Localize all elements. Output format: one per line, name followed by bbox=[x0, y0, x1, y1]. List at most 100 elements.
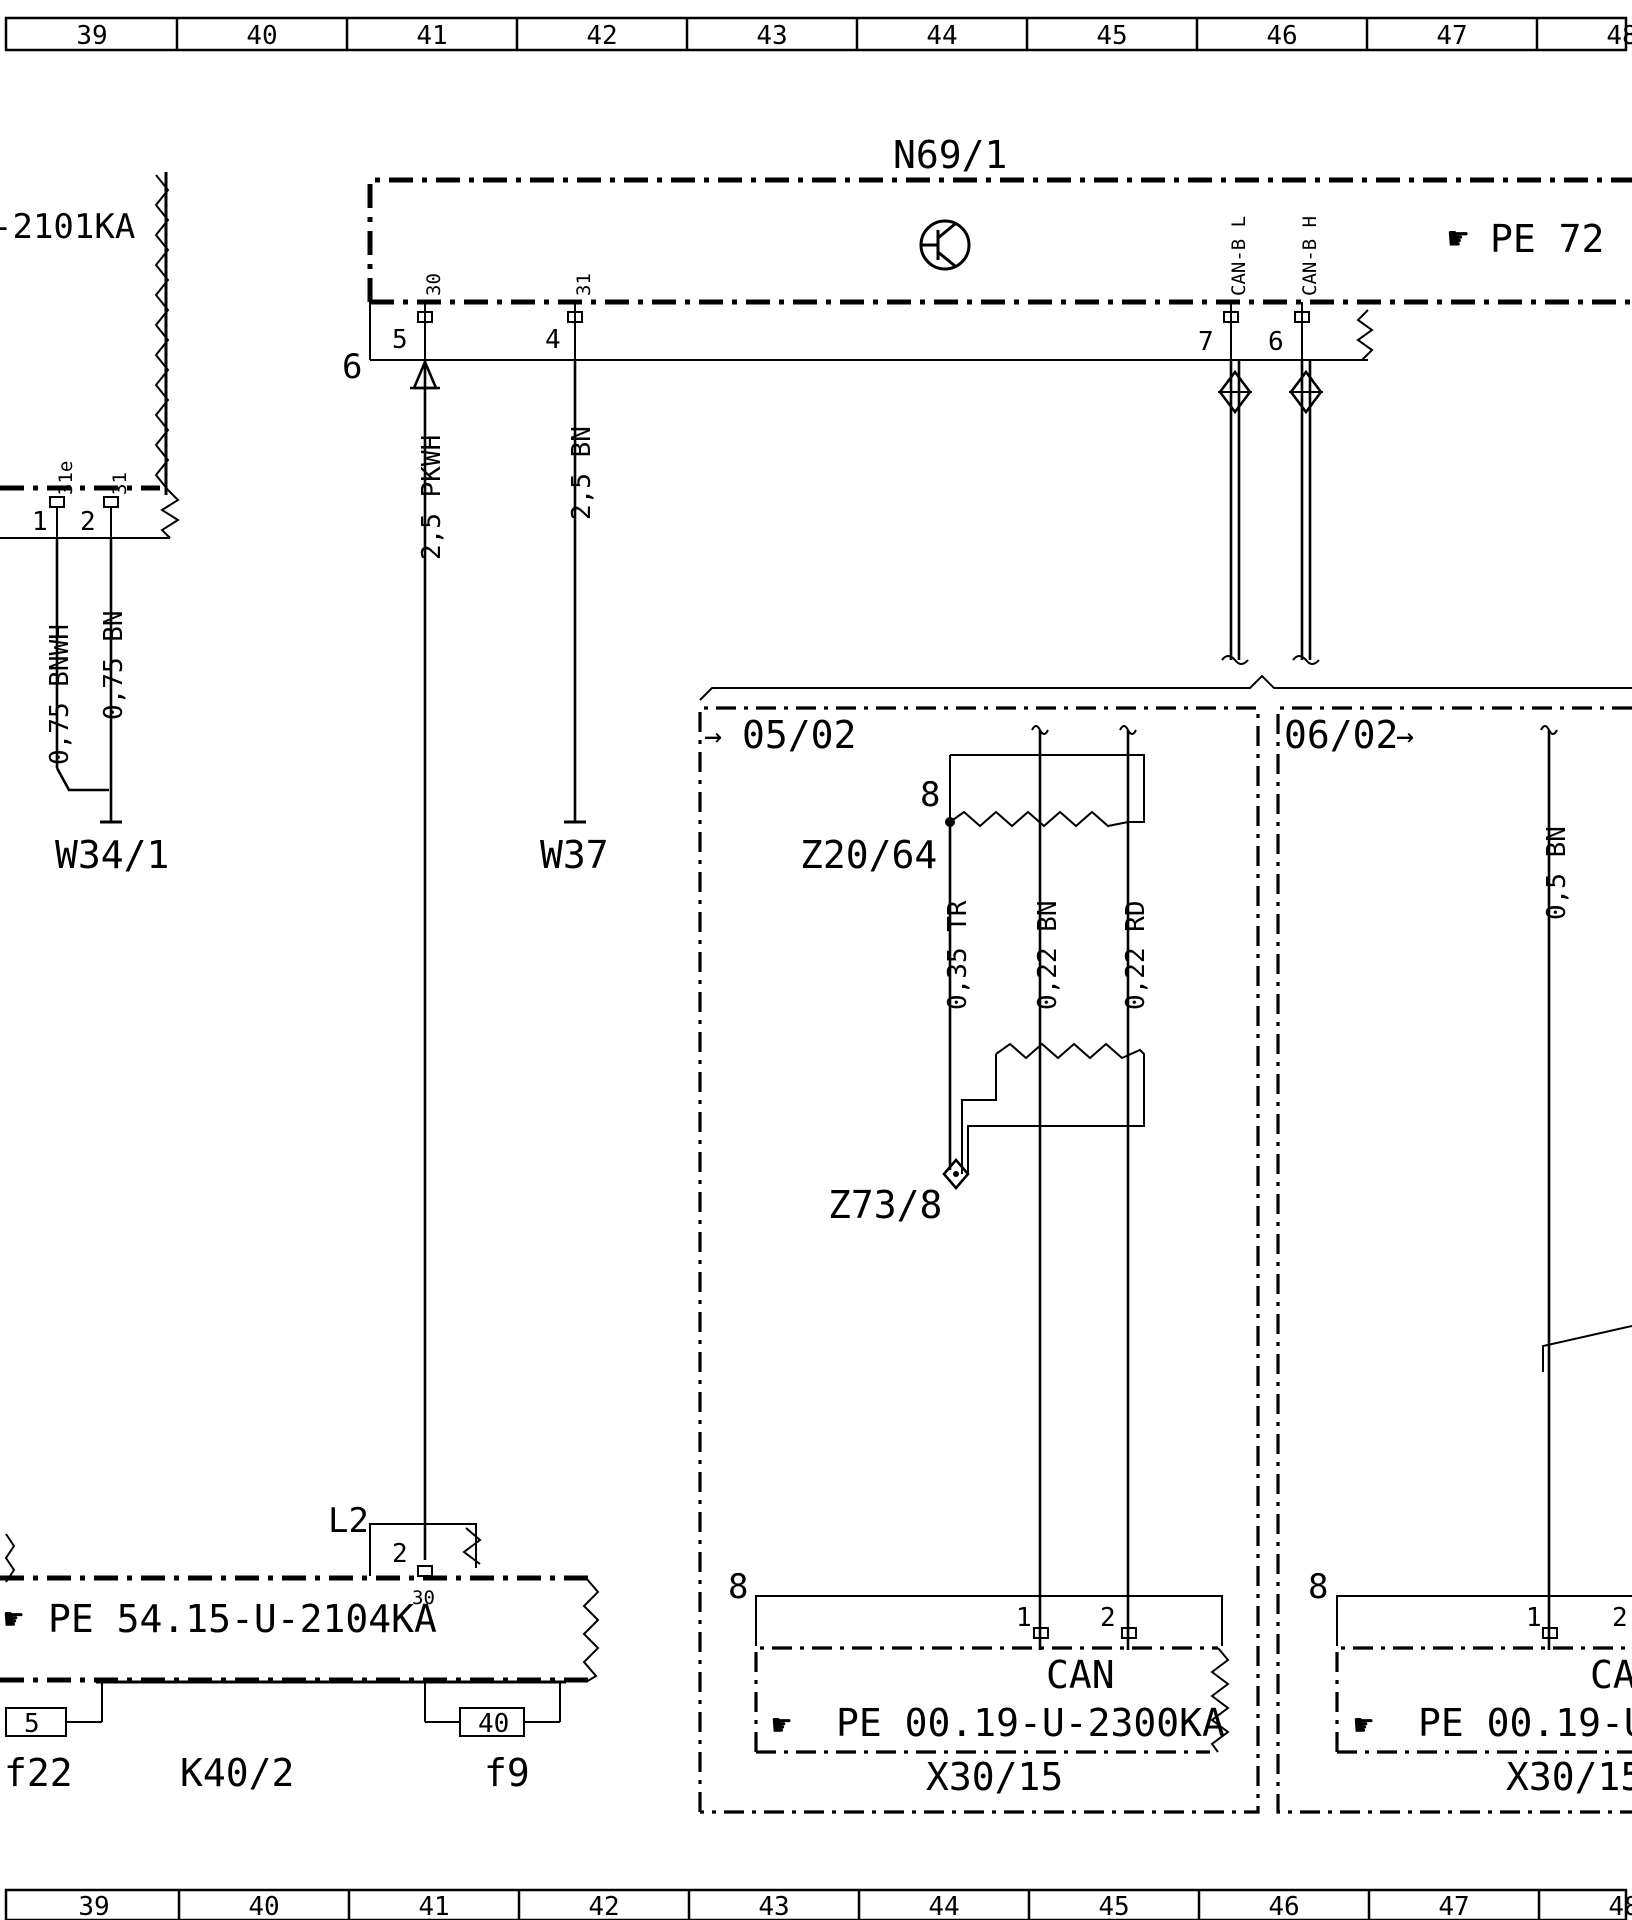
k40-l2-label: L2 bbox=[328, 1501, 369, 1541]
pin-label-31: 31 bbox=[573, 273, 595, 296]
pin-number-4: 4 bbox=[545, 325, 561, 355]
pointer-hand-icon-k40: ☛ bbox=[4, 1600, 23, 1638]
x30-left-ref: PE 00.19-U-2300KA bbox=[836, 1701, 1225, 1745]
grid-col-42-bottom: 42 bbox=[588, 1892, 619, 1920]
grid-col-47-bottom: 47 bbox=[1438, 1892, 1469, 1920]
x30-right-number: 8 bbox=[1308, 1567, 1328, 1607]
grid-col-39-bottom: 39 bbox=[78, 1892, 109, 1920]
pointer-hand-icon-x30-right: ☛ bbox=[1354, 1706, 1373, 1744]
k40-ref: PE 54.15-U-2104KA bbox=[48, 1597, 437, 1641]
grid-col-43-bottom: 43 bbox=[758, 1892, 789, 1920]
wire-label-022-rd: 0,22 RD bbox=[1121, 900, 1151, 1010]
variant-05-02-label: 05/02 bbox=[742, 713, 856, 757]
x30-left-pin-1: 1 bbox=[1016, 1603, 1032, 1633]
arrow-right-icon-05: → bbox=[704, 719, 722, 754]
grid-col-48-bottom: 48 bbox=[1608, 1892, 1632, 1920]
wire-label-25-bn: 2,5 BN bbox=[567, 426, 597, 520]
wire-label-05-bn: 0,5 BN bbox=[1542, 826, 1572, 920]
wire-bn-w37: 2,5 BN W37 bbox=[540, 360, 609, 877]
pin-label-can-b-h: CAN-B H bbox=[1299, 216, 1321, 296]
grid-col-48-top: 48 bbox=[1606, 21, 1632, 51]
grid-col-46-bottom: 46 bbox=[1268, 1892, 1299, 1920]
splice-z20-64-number: 8 bbox=[920, 775, 940, 815]
pin-number-7: 7 bbox=[1198, 327, 1214, 357]
wire-022-bn: 0,22 BN bbox=[1031, 725, 1063, 1650]
x30-right-pin-1: 1 bbox=[1526, 1603, 1542, 1633]
left-component-break-line bbox=[154, 174, 170, 491]
k40-2-label: K40/2 bbox=[180, 1751, 294, 1795]
arrow-right-icon-06: → bbox=[1396, 719, 1414, 754]
pin-label-can-b-l: CAN-B L bbox=[1228, 216, 1250, 296]
fuse-f9-label: f9 bbox=[484, 1751, 530, 1795]
splice-z20-64: 8 Z20/64 bbox=[800, 754, 1145, 877]
x30-15-left: 8 1 2 CAN ☛ PE 00.19-U-2300KA X30/15 bbox=[728, 1567, 1230, 1799]
wire-pkwh: 2,5 PKWH bbox=[410, 358, 447, 1560]
transistor-icon bbox=[919, 219, 971, 271]
grid-col-45-top: 45 bbox=[1096, 21, 1127, 51]
pin-label-31e: 31e bbox=[55, 461, 77, 495]
wire-035-tr: 0,35 TR bbox=[943, 822, 973, 1170]
module-n69-1-title: N69/1 bbox=[893, 133, 1007, 177]
k40-pin-2: 2 bbox=[392, 1539, 408, 1569]
x30-right-bus: CAN bbox=[1590, 1653, 1632, 1697]
x30-left-bus: CAN bbox=[1046, 1653, 1115, 1697]
grid-col-43-top: 43 bbox=[756, 21, 787, 51]
k40-pin-30: 30 bbox=[412, 1587, 435, 1609]
module-n69-1-ref: PE 72 bbox=[1490, 217, 1604, 261]
x30-left-number: 8 bbox=[728, 1567, 748, 1607]
x30-left-label: X30/15 bbox=[926, 1755, 1063, 1799]
module-k40-2: L2 2 30 ☛ PE 54.15-U-2104KA 5 f22 40 f9 … bbox=[0, 1501, 600, 1795]
splice-z73-8-label: Z73/8 bbox=[828, 1183, 942, 1227]
x30-right-ref: PE 00.19-U bbox=[1418, 1701, 1632, 1745]
x30-15-right: 8 1 2 CAN ☛ PE 00.19-U X30/15 bbox=[1308, 1567, 1632, 1799]
splice-z73-8: Z73/8 bbox=[828, 1042, 1145, 1227]
grid-ruler-top: 39 40 41 42 43 44 45 46 47 48 bbox=[4, 16, 1632, 52]
ground-w37: W37 bbox=[540, 833, 609, 877]
left-component-ref: -2101KA bbox=[0, 207, 135, 247]
variant-brace bbox=[699, 674, 1632, 701]
wire-label-035-tr: 0,35 TR bbox=[943, 900, 973, 1010]
grid-col-45-bottom: 45 bbox=[1098, 1892, 1129, 1920]
x30-right-label: X30/15 bbox=[1506, 1755, 1632, 1799]
grid-col-42-top: 42 bbox=[586, 21, 617, 51]
x30-right-pin-2: 2 bbox=[1612, 1603, 1628, 1633]
splice-z20-64-label: Z20/64 bbox=[800, 833, 937, 877]
grid-col-40-top: 40 bbox=[246, 21, 277, 51]
pin-number-5: 5 bbox=[392, 325, 408, 355]
grid-col-40-bottom: 40 bbox=[248, 1892, 279, 1920]
x30-left-pin-2: 2 bbox=[1100, 1603, 1116, 1633]
grid-col-44-bottom: 44 bbox=[928, 1892, 959, 1920]
can-bus-pair bbox=[1218, 360, 1323, 665]
variant-06-02-box: 06/02 → bbox=[1276, 706, 1632, 1814]
grid-col-44-top: 44 bbox=[926, 21, 957, 51]
wire-label-022-bn: 0,22 BN bbox=[1033, 900, 1063, 1010]
fuse-f22-label: f22 bbox=[4, 1751, 73, 1795]
wire-label-075-bnwh: 0,75 BNWH bbox=[45, 624, 75, 765]
variant-05-02-box: → 05/02 bbox=[698, 706, 1260, 1814]
wire-05-bn: 0,5 BN bbox=[1540, 725, 1632, 1650]
pin-number-2-left: 2 bbox=[80, 507, 96, 537]
wire-label-25-pkwh: 2,5 PKWH bbox=[417, 435, 447, 560]
pin-label-30: 30 bbox=[423, 273, 445, 296]
variant-06-02-label: 06/02 bbox=[1284, 713, 1398, 757]
grid-col-39-top: 39 bbox=[76, 21, 107, 51]
pointer-hand-icon-x30-left: ☛ bbox=[772, 1706, 791, 1744]
pin-number-1-left: 1 bbox=[32, 507, 48, 537]
grid-col-41-bottom: 41 bbox=[418, 1892, 449, 1920]
pointer-hand-icon-n69: ☛ bbox=[1448, 219, 1468, 259]
pin-label-31-left: 31 bbox=[109, 472, 131, 495]
wire-label-075-bn: 0,75 BN bbox=[99, 610, 129, 720]
grid-col-46-top: 46 bbox=[1266, 21, 1297, 51]
module-n69-1: N69/1 ☛ PE 72 6 5 4 7 6 30 31 CAN-B bbox=[342, 133, 1632, 387]
fuse-f9-rating: 40 bbox=[478, 1709, 509, 1739]
left-component: -2101KA 31e 31 1 2 0,75 BNWH 0,75 BN W34… bbox=[0, 172, 180, 877]
connector-number-6: 6 bbox=[342, 347, 362, 387]
ground-w34-1: W34/1 bbox=[55, 833, 169, 877]
pin-number-6: 6 bbox=[1268, 327, 1284, 357]
fuse-f22-rating: 5 bbox=[24, 1709, 40, 1739]
grid-col-41-top: 41 bbox=[416, 21, 447, 51]
grid-ruler-bottom: 39 40 41 42 43 44 45 46 47 48 bbox=[4, 1888, 1632, 1920]
wire-022-rd: 0,22 RD bbox=[1119, 725, 1151, 1650]
grid-col-47-top: 47 bbox=[1436, 21, 1467, 51]
